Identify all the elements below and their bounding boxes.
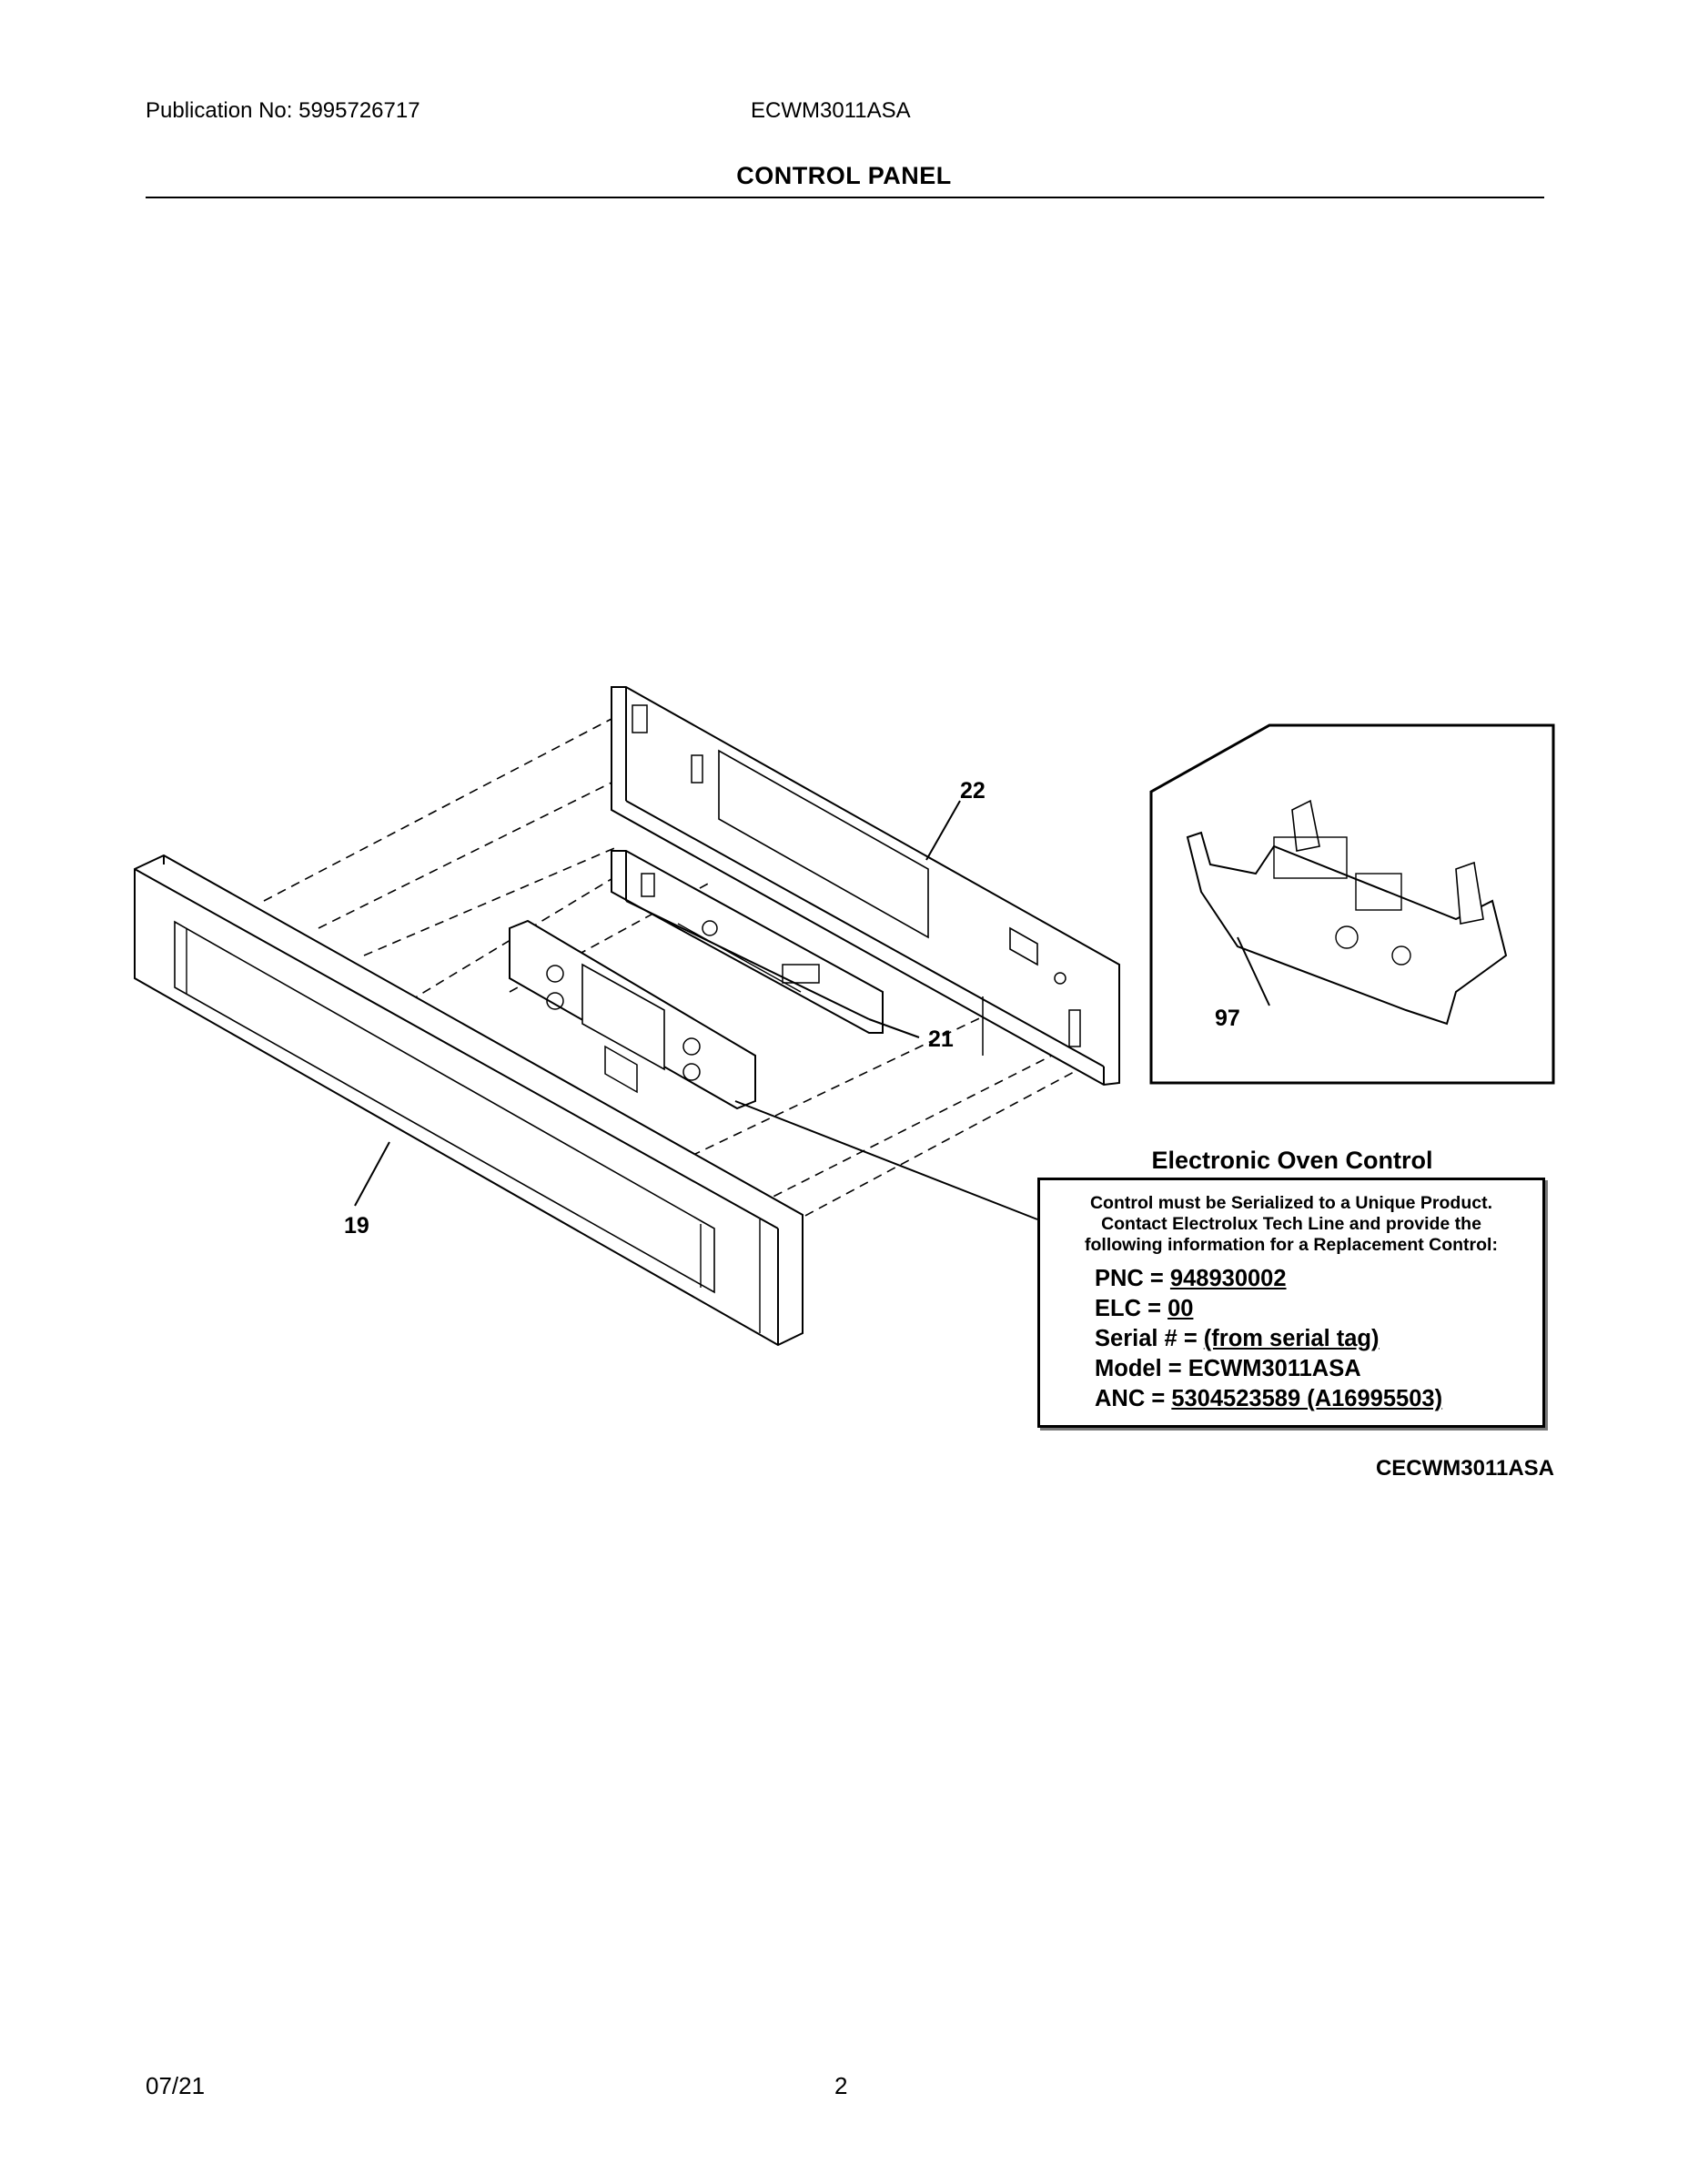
anc-row: ANC = 5304523589 (A16995503) [1095,1384,1442,1414]
callout-21: 21 [928,1026,954,1052]
serial-value: (from serial tag) [1203,1326,1380,1351]
anc-label: ANC = [1095,1386,1172,1411]
pnc-label: PNC = [1095,1266,1170,1291]
part-22-rear-panel [611,686,1120,1087]
diagram-code: CECWM3011ASA [1375,1456,1554,1481]
part-97-inset [1149,723,1555,1085]
elc-label: ELC = [1095,1296,1168,1321]
part-21-control-bracket [611,850,884,1034]
serial-row: Serial # = (from serial tag) [1095,1324,1442,1354]
callout-leaders [354,800,1270,1220]
elc-value: 00 [1167,1296,1194,1321]
elc-row: ELC = 00 [1095,1294,1442,1324]
serialization-notice: Control must be Serialized to a Unique P… [1085,1193,1498,1255]
model-row: Model = ECWM3011ASA [1095,1354,1442,1384]
replacement-info-list: PNC = 948930002 ELC = 00 Serial # = (fro… [1095,1264,1442,1414]
callout-97: 97 [1215,1006,1240,1031]
serial-label: Serial # = [1095,1326,1204,1351]
pnc-value: 948930002 [1169,1266,1287,1291]
header-divider [146,197,1544,198]
callout-22: 22 [960,778,986,804]
electronic-control-title: Electronic Oven Control [1151,1147,1433,1174]
model-label: Model = [1095,1356,1188,1381]
page-title: CONTROL PANEL [736,162,952,189]
model-number: ECWM3011ASA [751,98,911,123]
callout-19: 19 [344,1213,369,1239]
publication-number: Publication No: 5995726717 [146,98,420,123]
electronic-control-box: Control must be Serialized to a Unique P… [1037,1178,1545,1428]
anc-value: 5304523589 (A16995503) [1171,1386,1443,1411]
model-value: ECWM3011ASA [1188,1356,1361,1381]
part-19-front-panel [134,854,804,1347]
footer-date: 07/21 [146,2072,206,2099]
part-user-interface-board [509,919,756,1110]
page-number: 2 [834,2072,848,2099]
pnc-row: PNC = 948930002 [1095,1264,1442,1294]
